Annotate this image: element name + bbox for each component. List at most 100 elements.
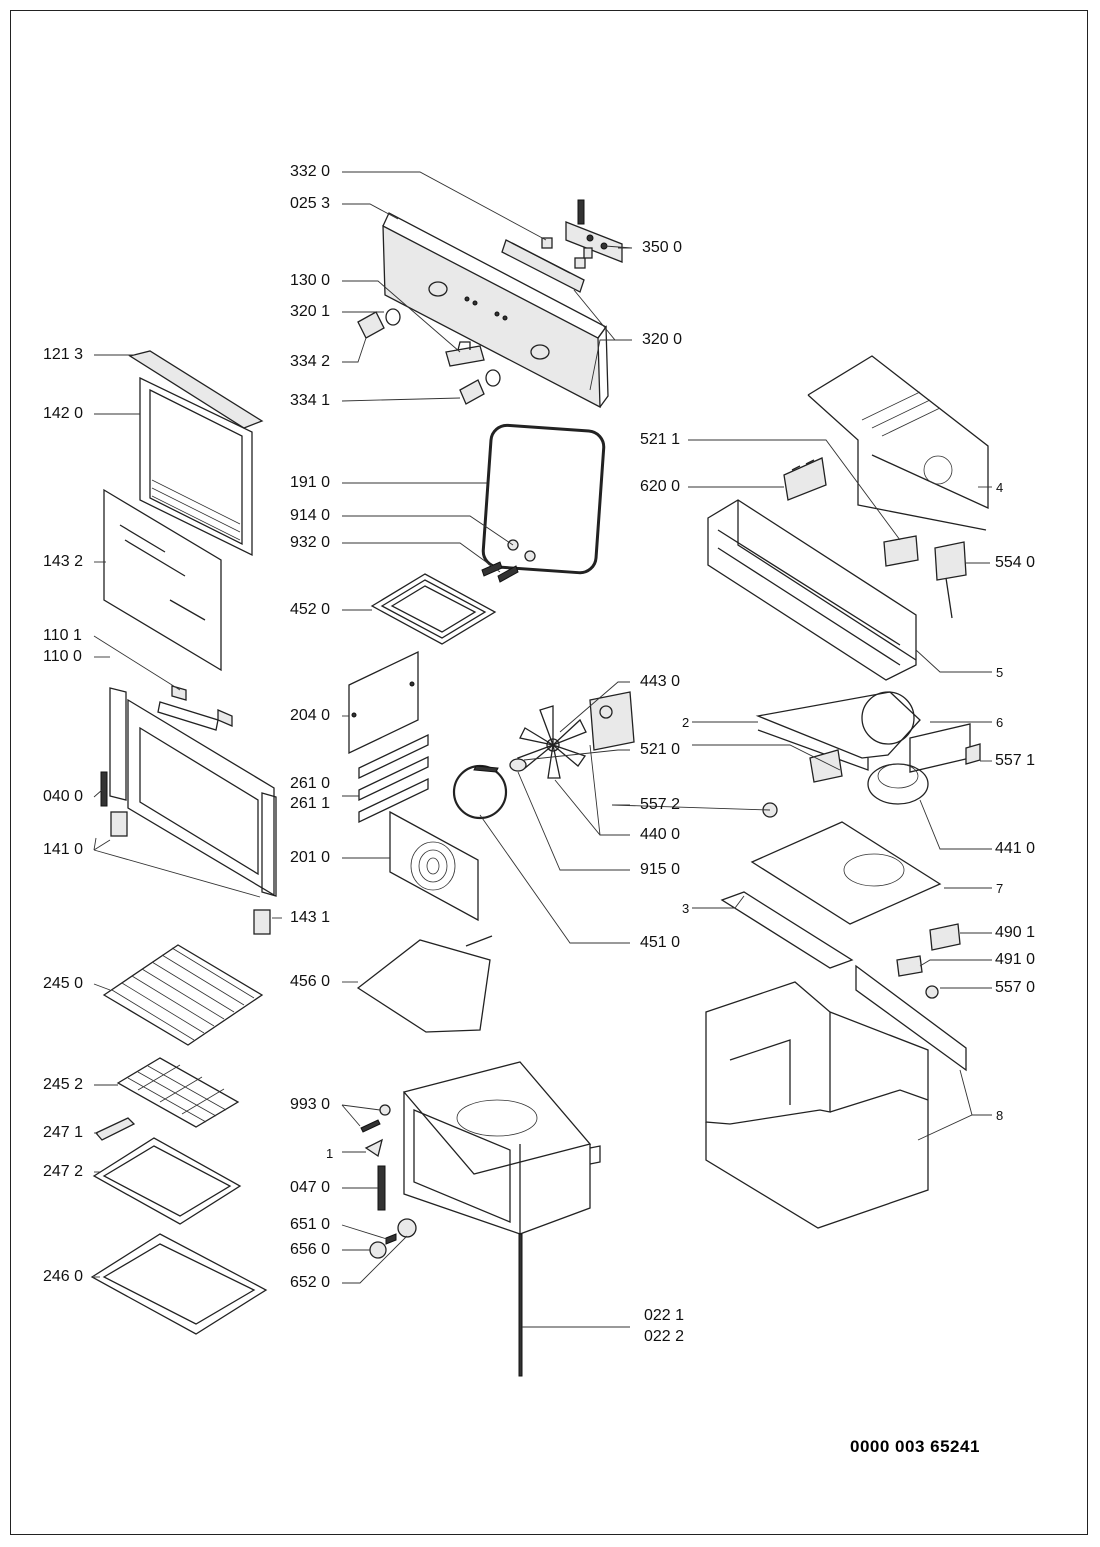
callout-245-2: 245 2 (43, 1076, 84, 1093)
cooling-fan (867, 763, 929, 805)
callout-320-1: 320 1 (290, 303, 331, 320)
wire-shelf (102, 944, 264, 1046)
callout-490-1: 490 1 (995, 924, 1036, 941)
callout-993-0: 993 0 (290, 1096, 331, 1113)
side-liner (348, 650, 419, 755)
callout-554-0: 554 0 (995, 554, 1036, 571)
callout-3: 3 (682, 901, 690, 916)
callout-521-1: 521 1 (640, 431, 681, 448)
callout-142-0: 142 0 (43, 405, 84, 422)
callout-7: 7 (996, 881, 1004, 896)
fan-element-ring (452, 764, 508, 820)
callout-4: 4 (996, 480, 1004, 495)
knob-bracket (445, 341, 485, 367)
cooling-fan-bracket (909, 723, 981, 773)
callout-245-0: 245 0 (43, 975, 84, 992)
front-frame (707, 499, 917, 681)
door-top-trim (128, 350, 264, 429)
callout-143-2: 143 2 (43, 553, 84, 570)
thermal-cutout (762, 749, 843, 818)
drawing-frame (10, 10, 1088, 1535)
callout-452-0: 452 0 (290, 601, 331, 618)
fascia-strip (501, 239, 585, 293)
callout-440-0: 440 0 (640, 826, 681, 843)
cavity-rod (518, 1233, 523, 1377)
bottom-plate (750, 821, 942, 925)
callout-143-1: 143 1 (290, 909, 331, 926)
callout-652-0: 652 0 (290, 1274, 331, 1291)
grill-element (370, 573, 497, 645)
callout-557-1: 557 1 (995, 752, 1036, 769)
door-side-rails (100, 687, 277, 935)
callout-121-3: 121 3 (43, 346, 84, 363)
top-cover-panel (807, 355, 989, 531)
fan-cover (389, 810, 479, 922)
callout-451-0: 451 0 (640, 934, 681, 951)
callout-110-1: 110 1 (43, 627, 82, 644)
callout-261-0: 261 0 (290, 775, 331, 792)
deep-tray (90, 1233, 268, 1335)
door-handle (157, 685, 233, 731)
callout-5: 5 (996, 665, 1004, 680)
door-seal (481, 423, 606, 575)
shelf-supports (358, 733, 429, 824)
callout-521-0: 521 0 (640, 741, 681, 758)
callout-201-0: 201 0 (290, 849, 331, 866)
air-guide (755, 691, 921, 771)
control-panel (382, 212, 609, 409)
callout-456-0: 456 0 (290, 973, 331, 990)
back-panel (855, 964, 967, 1072)
callout-443-0: 443 0 (640, 673, 681, 690)
callout-040-0: 040 0 (43, 788, 84, 805)
knob-small-buttons (541, 237, 593, 269)
door-inner-glass (103, 488, 222, 672)
callout-557-0: 557 0 (995, 979, 1036, 996)
callout-022-1: 022 1 (644, 1307, 685, 1324)
control-box (783, 457, 827, 501)
callout-441-0: 441 0 (995, 840, 1036, 857)
terminal-block (896, 923, 961, 999)
callout-332-0: 332 0 (290, 163, 331, 180)
callout-651-0: 651 0 (290, 1216, 331, 1233)
callout-110-0: 110 0 (43, 648, 82, 665)
callout-932-0: 932 0 (290, 534, 331, 551)
bottom-element (356, 935, 493, 1033)
callout-8: 8 (996, 1108, 1004, 1123)
callout-620-0: 620 0 (640, 478, 681, 495)
callout-557-2: 557 2 (640, 796, 681, 813)
document-number: 0000 003 65241 (850, 1437, 980, 1456)
leader-lines (93, 171, 992, 1328)
callout-204-0: 204 0 (290, 707, 331, 724)
callout-334-1: 334 1 (290, 392, 331, 409)
callout-656-0: 656 0 (290, 1241, 331, 1258)
callout-6: 6 (996, 715, 1004, 730)
callout-1: 1 (326, 1146, 334, 1161)
callout-246-0: 246 0 (43, 1268, 84, 1285)
callout-191-0: 191 0 (290, 474, 331, 491)
callout-320-0: 320 0 (642, 331, 683, 348)
grill-rack (116, 1057, 240, 1128)
oven-cavity (402, 1061, 601, 1235)
grill-rack-handle (94, 1117, 136, 1141)
callout-047-0: 047 0 (290, 1179, 331, 1196)
callout-141-0: 141 0 (43, 841, 84, 858)
oven-casing (705, 981, 929, 1229)
callout-491-0: 491 0 (995, 951, 1036, 968)
shallow-tray (92, 1137, 242, 1225)
electronic-module (565, 199, 623, 263)
knob-left (357, 308, 401, 339)
element-connectors (481, 539, 536, 583)
callout-261-1: 261 1 (290, 795, 331, 812)
callout-2: 2 (682, 715, 690, 730)
base-strip (720, 891, 854, 969)
thermostat-block (883, 535, 967, 619)
callout-915-0: 915 0 (640, 861, 681, 878)
callout-247-2: 247 2 (43, 1163, 84, 1180)
cavity-fixings (360, 1104, 417, 1259)
callout-334-2: 334 2 (290, 353, 331, 370)
callout-914-0: 914 0 (290, 507, 331, 524)
callout-350-0: 350 0 (642, 239, 683, 256)
callout-247-1: 247 1 (43, 1124, 84, 1141)
callout-130-0: 130 0 (290, 272, 331, 289)
